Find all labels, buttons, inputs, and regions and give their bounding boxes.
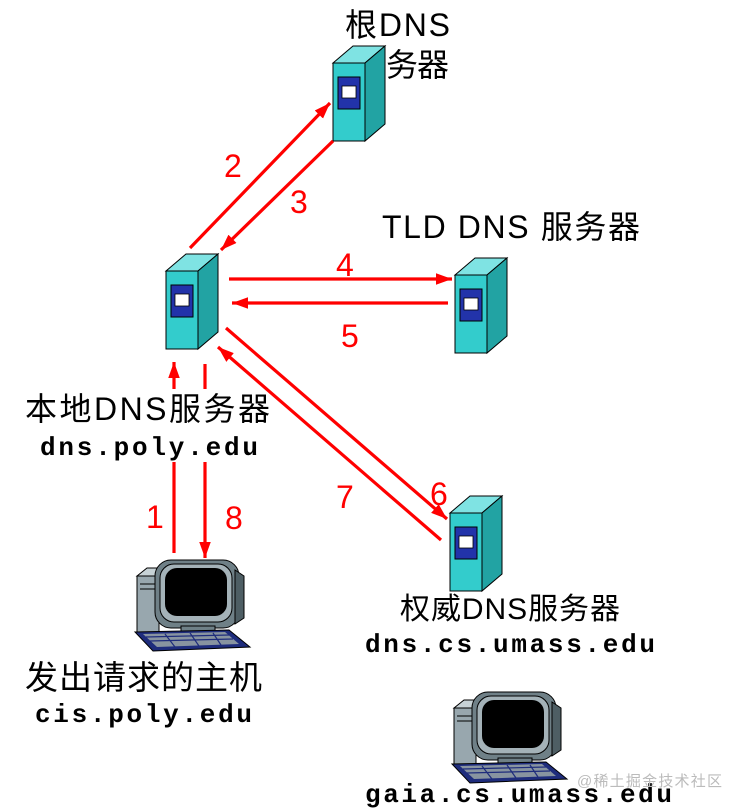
authoritative-dns-server-icon [449,495,503,592]
step-2-label: 2 [224,148,242,184]
tld-dns-server-icon [454,257,508,354]
step-6-label: 6 [430,476,448,512]
step-4-label: 4 [336,247,354,283]
arrow-step-6 [224,326,449,521]
target-host-computer-icon [451,691,568,784]
local-dns-hostname: dns.poly.edu [40,433,258,463]
authoritative-dns-hostname: dns.cs.umass.edu [365,630,655,660]
requesting-host-computer-icon [134,559,251,652]
local-dns-server-icon [165,253,219,350]
step-7-label: 7 [336,479,354,515]
root-dns-label-line2: 务器 [386,47,449,83]
arrow-step-2 [188,101,332,250]
step-1-label: 1 [146,499,164,535]
tld-dns-label: TLD DNS 服务器 [382,209,640,245]
target-host-hostname: gaia.cs.umass.edu [365,780,672,810]
arrow-step-3 [219,139,335,252]
arrow-step-7 [216,345,443,542]
watermark: @稀土掘金技术社区 [577,773,722,790]
step-8-label: 8 [225,500,243,536]
root-dns-server-icon [332,45,386,142]
authoritative-dns-label: 权威DNS服务器 [400,593,620,626]
requesting-host-hostname: cis.poly.edu [35,700,252,730]
local-dns-label: 本地DNS服务器 [25,391,270,427]
step-5-label: 5 [341,318,359,354]
step-3-label: 3 [290,184,308,220]
requesting-host-label: 发出请求的主机 [25,659,262,696]
root-dns-label-line1: 根DNS [345,7,450,43]
